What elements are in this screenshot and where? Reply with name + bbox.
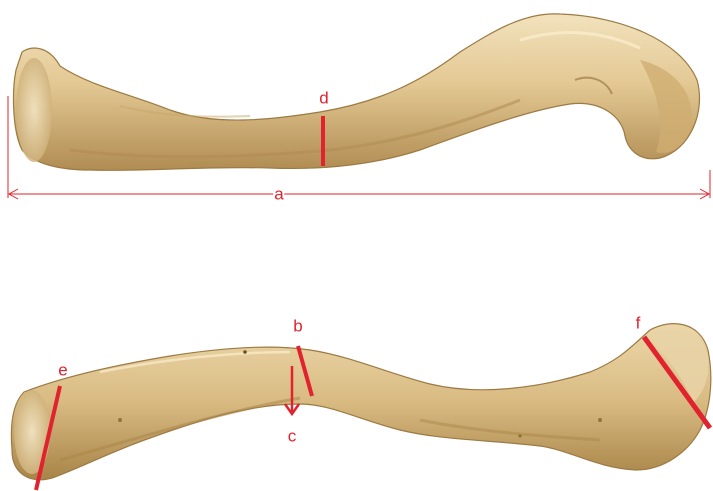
label-c: c [288, 428, 297, 445]
label-d: d [319, 90, 328, 107]
lower-clavicle-illustration [11, 324, 710, 480]
label-e: e [58, 362, 67, 379]
label-a: a [273, 186, 284, 203]
lower-clavicle-body [11, 324, 710, 480]
lower-pit-2 [598, 418, 602, 422]
upper-sternal-end [16, 58, 52, 162]
lower-pit-3 [518, 434, 521, 437]
label-b: b [293, 318, 302, 335]
lower-nutrient-foramen [243, 350, 247, 354]
label-f: f [636, 315, 641, 332]
upper-clavicle-illustration [14, 14, 700, 171]
lower-pit-1 [118, 418, 122, 422]
